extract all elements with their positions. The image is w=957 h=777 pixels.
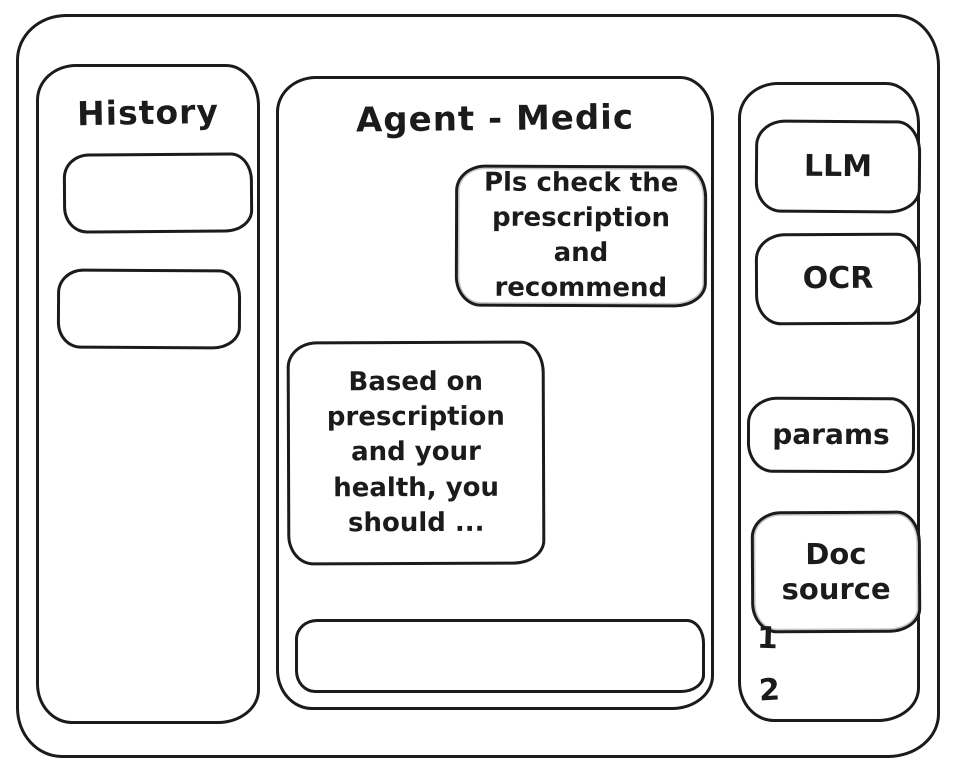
history-title: History bbox=[76, 91, 220, 134]
ocr-button[interactable]: OCR bbox=[754, 232, 922, 326]
chat-panel-title: Agent - Medic bbox=[355, 97, 635, 141]
chat-input-field[interactable] bbox=[295, 619, 705, 693]
user-message-text: Pls check the prescription and recommend bbox=[483, 167, 679, 304]
assistant-message-text: Based on prescription and your health, y… bbox=[326, 367, 505, 538]
history-item-slot-2[interactable] bbox=[56, 268, 242, 350]
assistant-message-bubble: Based on prescription and your health, y… bbox=[286, 340, 546, 566]
doc-source-item-2[interactable]: 2 bbox=[758, 672, 781, 709]
params-button[interactable]: params bbox=[746, 396, 916, 474]
tools-sidebar: LLM OCR params Doc source 1 2 bbox=[738, 82, 922, 722]
doc-source-button[interactable]: Doc source bbox=[750, 510, 922, 634]
history-item-slot-1[interactable] bbox=[62, 152, 254, 234]
history-sidebar: History bbox=[36, 64, 260, 724]
chat-panel: Agent - Medic Pls check the prescription… bbox=[276, 76, 714, 710]
user-message-bubble: Pls check the prescription and recommend bbox=[454, 164, 708, 308]
llm-button[interactable]: LLM bbox=[754, 119, 922, 214]
doc-source-item-1[interactable]: 1 bbox=[756, 620, 779, 657]
